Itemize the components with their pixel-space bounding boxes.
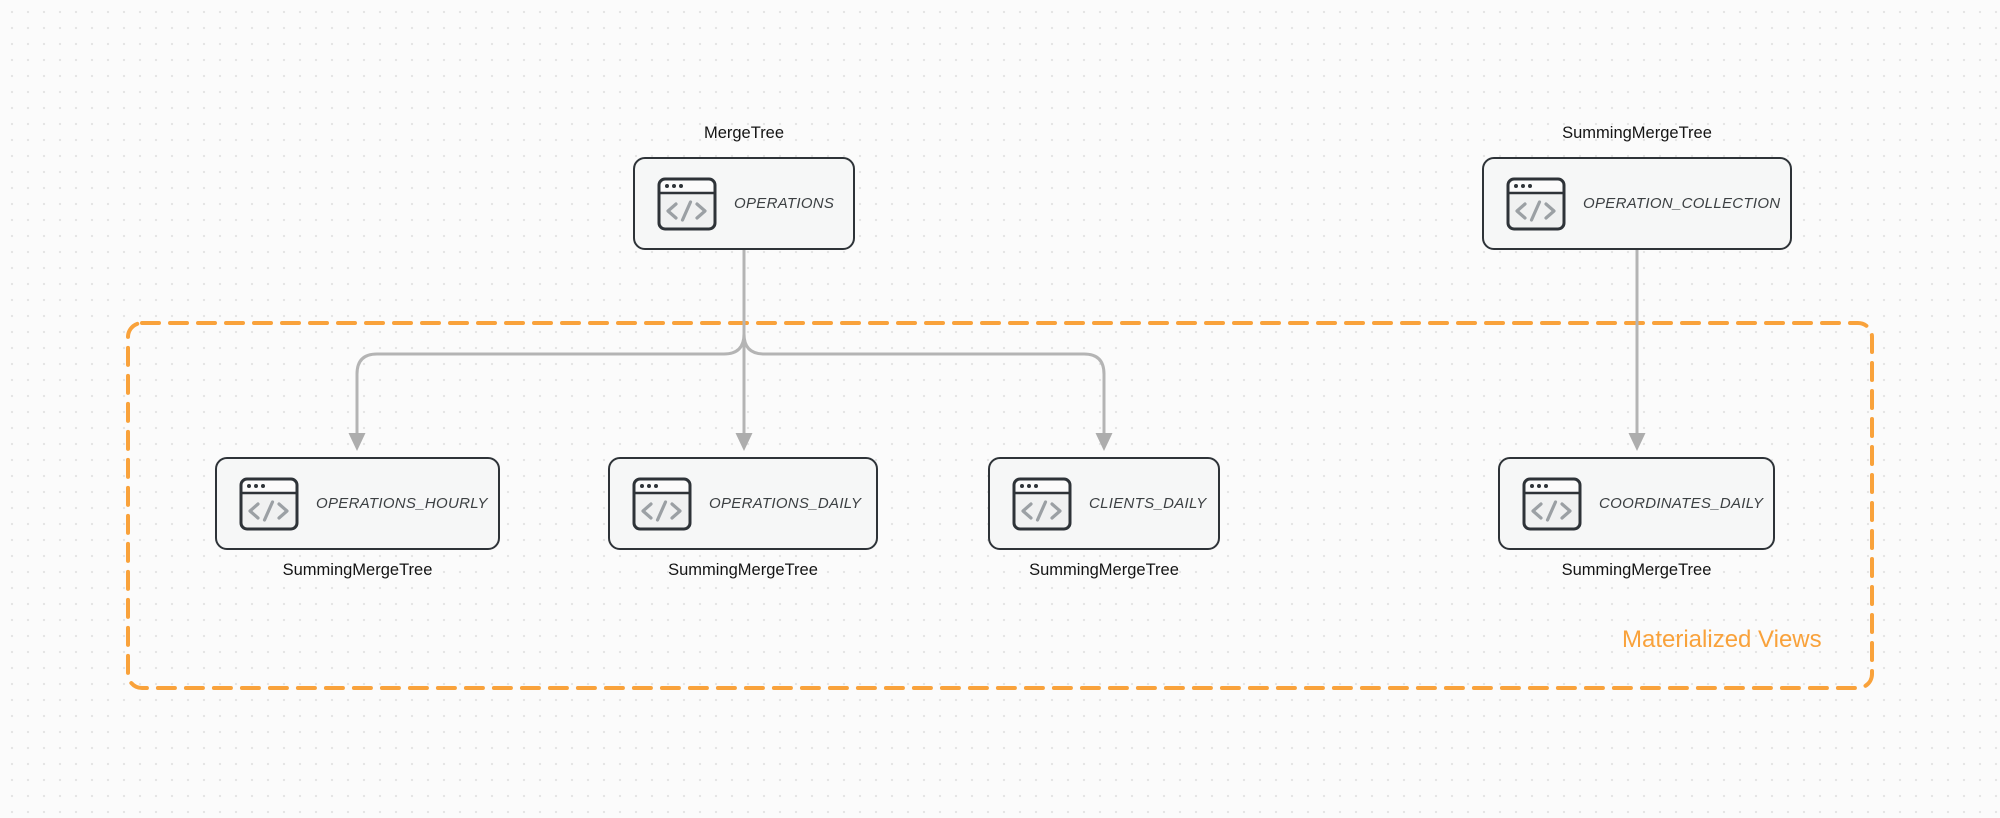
table-name: OPERATION_COLLECTION bbox=[1583, 195, 1781, 212]
node-operation-collection[interactable]: OPERATION_COLLECTION bbox=[1482, 157, 1792, 250]
engine-label-clients-daily: SummingMergeTree bbox=[1029, 561, 1179, 579]
arrowhead-operations-daily bbox=[735, 433, 753, 451]
table-name: OPERATIONS bbox=[734, 195, 835, 212]
arrowhead-coordinates-daily bbox=[1628, 433, 1646, 451]
code-window-icon bbox=[1506, 177, 1566, 231]
node-coordinates-daily[interactable]: COORDINATES_DAILY bbox=[1498, 457, 1775, 550]
node-operations[interactable]: OPERATIONS bbox=[633, 157, 855, 250]
table-name: CLIENTS_DAILY bbox=[1089, 495, 1207, 512]
arrowhead-operations-hourly bbox=[348, 433, 366, 451]
materialized-views-group-border bbox=[126, 321, 1874, 690]
code-window-icon bbox=[632, 477, 692, 531]
node-operations-daily[interactable]: OPERATIONS_DAILY bbox=[608, 457, 878, 550]
table-name: OPERATIONS_DAILY bbox=[709, 495, 862, 512]
node-clients-daily[interactable]: CLIENTS_DAILY bbox=[988, 457, 1220, 550]
code-window-icon bbox=[1012, 477, 1072, 531]
arrow-operations-to-operations-hourly bbox=[355, 250, 746, 434]
arrow-operations-to-clients-daily bbox=[742, 250, 1106, 434]
engine-label-operation-collection: SummingMergeTree bbox=[1562, 124, 1712, 142]
code-window-icon bbox=[657, 177, 717, 231]
table-name: COORDINATES_DAILY bbox=[1599, 495, 1764, 512]
engine-label-operations: MergeTree bbox=[703, 124, 785, 142]
table-name: OPERATIONS_HOURLY bbox=[316, 495, 488, 512]
node-operations-hourly[interactable]: OPERATIONS_HOURLY bbox=[215, 457, 500, 550]
engine-label-operations-daily: SummingMergeTree bbox=[668, 561, 818, 579]
engine-label-operations-hourly: SummingMergeTree bbox=[282, 561, 433, 579]
arrowhead-clients-daily bbox=[1095, 433, 1113, 451]
materialized-views-group-label: Materialized Views bbox=[1622, 626, 1822, 653]
code-window-icon bbox=[1522, 477, 1582, 531]
engine-label-coordinates-daily: SummingMergeTree bbox=[1561, 561, 1712, 579]
code-window-icon bbox=[239, 477, 299, 531]
